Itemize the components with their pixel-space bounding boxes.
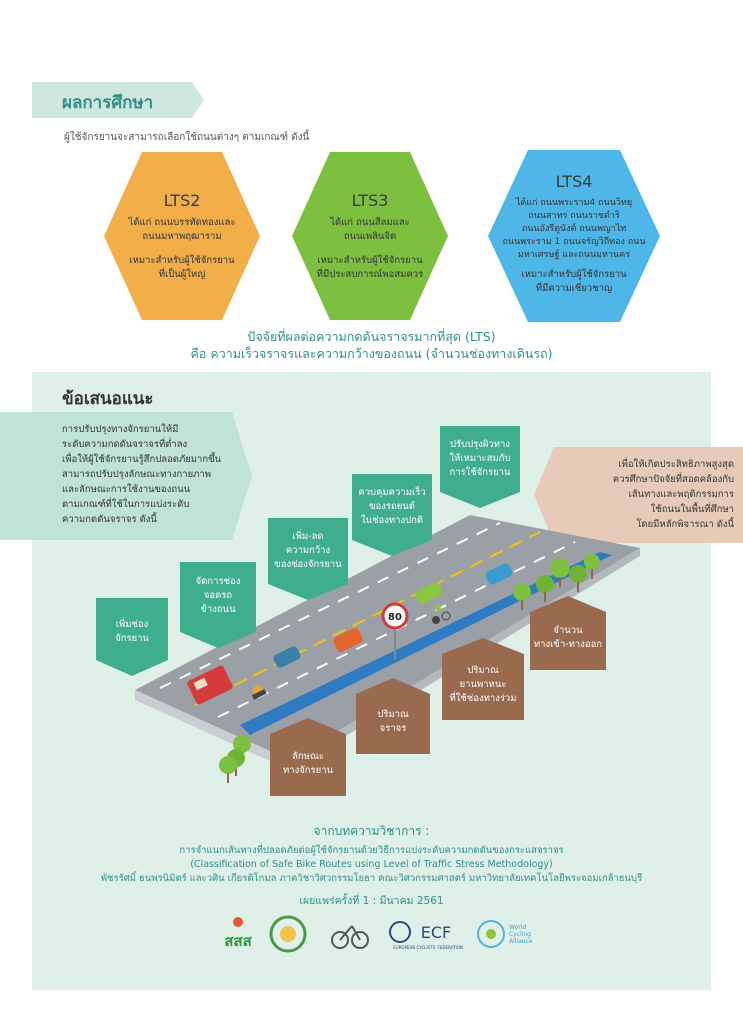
results-intro: ผู้ใช้จักรยานจะสามารถเลือกใช้ถนนต่างๆ ตา…	[64, 132, 310, 143]
cyclist	[432, 605, 451, 624]
lts3-suitability: เหมาะสำหรับผู้ใช้จักรยานที่มีประสบการณ์พ…	[316, 254, 424, 280]
sign-add-bike-lane: เพิ่มช่องจักรยาน	[96, 598, 168, 676]
sign-speed-control: ควบคุมความเร็วของรถยนต์ในช่องทางปกติ	[352, 474, 432, 556]
speed-limit-sign	[381, 602, 409, 630]
source-citation: จากบทความวิชาการ : การจำแนกเส้นทางที่ปลอ…	[0, 822, 743, 909]
road-surface	[135, 515, 640, 760]
sss-logo: สสส	[216, 912, 260, 956]
trees-right	[513, 554, 600, 610]
source-title-en: (Classification of Safe Bike Routes usin…	[190, 859, 553, 870]
lts3-roads: ได้แก่ ถนนสีลมและถนนเพลินจิต	[330, 216, 410, 242]
recommend-right-text: เพื่อให้เกิดประสิทธิภาพสูงสุดควรศึกษาปัจ…	[612, 459, 734, 530]
lts4-label: LTS4	[555, 172, 593, 191]
recommend-title: ข้อเสนอแนะ	[62, 389, 154, 409]
sign-adjust-lane-width: เพิ่ม-ลดความกว้างของช่องจักรยาน	[268, 518, 348, 600]
orange-car	[333, 628, 363, 652]
results-tag: ผลการศึกษา	[32, 82, 204, 118]
recommend-left-text: การปรับปรุงทางจักรยานให้มีระดับความกดดัน…	[62, 424, 222, 525]
publish-date: เผยแพร่ครั้งที่ 1 : มีนาคม 2561	[299, 895, 444, 907]
trees-left	[219, 735, 251, 783]
sign-manage-parking: จัดการช่องจอดรถข้างถนน	[180, 562, 256, 648]
lts4-suitability: เหมาะสำหรับผู้ใช้จักรยานที่มีความเชี่ยวช…	[521, 269, 627, 294]
lts4-hexagon: LTS4 ได้แก่ ถนนพระราม4 ถนนวิทยุถนนสาทร ถ…	[486, 148, 662, 322]
sign-shared-vehicle-volume: ปริมาณยานพาหนะที่ใช้ช่องทางร่วม	[442, 638, 524, 720]
sign-access-points: จำนวนทางเข้า-ทางออก	[530, 596, 606, 670]
svg-text:80: 80	[388, 612, 402, 623]
speed-limit-label: 80	[388, 612, 402, 623]
ecf-logo: ECF EUROPEAN CYCLISTS' FEDERATION	[388, 912, 468, 956]
lts3-hexagon: LTS3 ได้แก่ ถนนสีลมและถนนเพลินจิต เหมาะส…	[290, 150, 450, 322]
bike-club-logo	[268, 912, 308, 956]
motorcycle	[251, 685, 267, 700]
key-factor: ปัจจัยที่ผลต่อความกดดันจราจรมากที่สุด (L…	[190, 329, 553, 361]
green-car	[415, 582, 443, 604]
lts3-label: LTS3	[351, 190, 389, 210]
sign-traffic-volume: ปริมาณจราจร	[356, 678, 430, 754]
lts4-roads: ได้แก่ ถนนพระราม4 ถนนวิทยุถนนสาทร ถนนราช…	[502, 198, 646, 260]
lts2-roads: ได้แก่ ถนนบรรทัดทองและถนนมหาพฤฒาราม	[128, 216, 236, 242]
lts2-suitability: เหมาะสำหรับผู้ใช้จักรยานที่เป็นผู้ใหญ่	[129, 254, 235, 280]
sign-bike-lane-type: ลักษณะทางจักรยาน	[270, 718, 346, 796]
logo-row: สสส ECF EUROPEAN CYCLISTS' FEDERATION Wo…	[0, 912, 743, 956]
svg-text:EUROPEAN CYCLISTS' FEDERATION: EUROPEAN CYCLISTS' FEDERATION	[393, 945, 463, 950]
recommend-right-box: เพื่อให้เกิดประสิทธิภาพสูงสุดควรศึกษาปัจ…	[534, 447, 743, 543]
source-heading: จากบทความวิชาการ :	[313, 824, 430, 838]
lts2-hexagon: LTS2 ได้แก่ ถนนบรรทัดทองและถนนมหาพฤฒาราม…	[102, 150, 262, 322]
sign-improve-surface: ปรับปรุงผิวทางให้เหมาะสมกับการใช้จักรยาน	[440, 426, 520, 508]
source-title-th: การจำแนกเส้นทางที่ปลอดภัยต่อผู้ใช้จักรยา…	[179, 845, 564, 856]
recommend-left-box: การปรับปรุงทางจักรยานให้มีระดับความกดดัน…	[0, 412, 252, 540]
university-logo	[322, 912, 378, 956]
results-title: ผลการศึกษา	[62, 93, 154, 113]
blue-car	[273, 646, 301, 668]
svg-text:สสส: สสส	[224, 932, 252, 950]
red-van	[187, 665, 233, 705]
lts2-label: LTS2	[163, 190, 201, 210]
source-authors: พัชรรัศมิ์ ธนพรนิมิตร์ และวศิน เกียรติโก…	[100, 873, 643, 884]
svg-text:ECF: ECF	[421, 923, 451, 942]
teal-car	[485, 563, 513, 585]
